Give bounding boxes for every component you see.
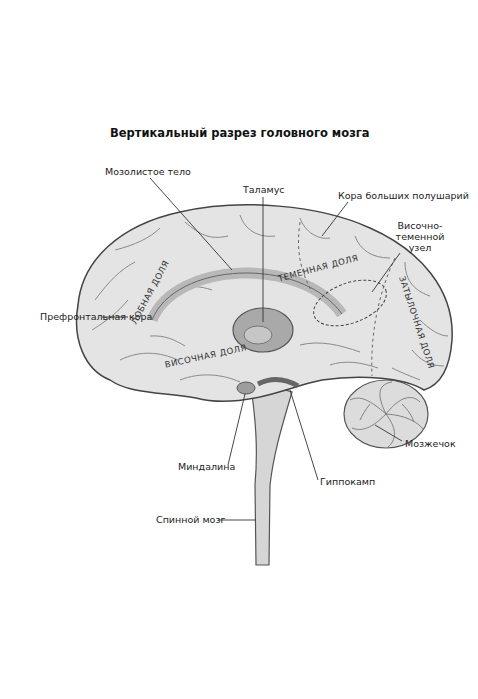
cerebellum [344, 380, 428, 448]
part-label: Кора больших полушарий [338, 190, 469, 201]
part-label: Миндалина [178, 461, 235, 472]
leader-lines [102, 178, 402, 520]
part-label: Таламус [243, 184, 285, 195]
lobe-divider [299, 222, 313, 292]
diagram-title: Вертикальный разрез головного мозга [110, 126, 370, 140]
part-label: Спинной мозг [156, 514, 225, 525]
part-label: Мозжечок [405, 438, 456, 449]
brainstem [250, 380, 292, 565]
part-label: Височно-теменной узел [392, 220, 448, 253]
gyri [92, 215, 448, 382]
part-label: Мозолистое тело [105, 166, 191, 177]
cerebellum-folia [350, 382, 424, 447]
hippocampus [258, 380, 298, 386]
part-label: Гиппокамп [320, 476, 375, 487]
amygdala [237, 382, 255, 394]
cerebrum [77, 205, 453, 402]
thalamus-inner [244, 326, 272, 344]
